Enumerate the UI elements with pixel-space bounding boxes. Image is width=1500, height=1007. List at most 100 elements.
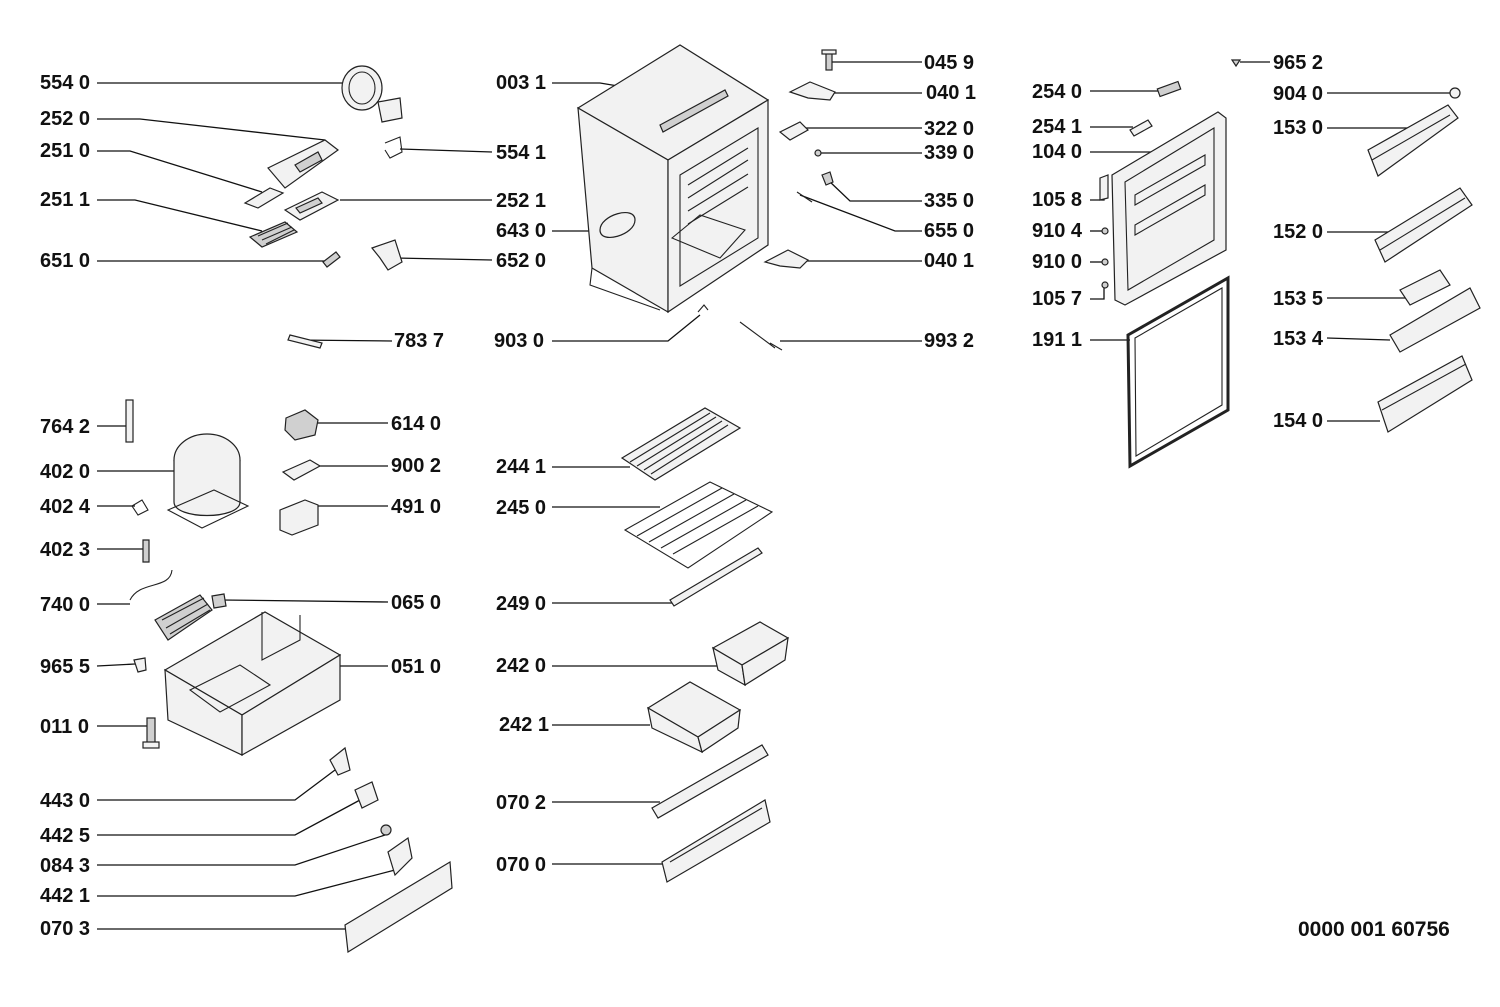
label-251-0: 251 0 — [40, 140, 91, 162]
label-614-0: 614 0 — [391, 413, 442, 435]
label-084-3: 084 3 — [40, 855, 91, 877]
label-070-0: 070 0 — [496, 854, 547, 876]
part-252-0-drawing — [267, 139, 340, 189]
label-322-0: 322 0 — [924, 118, 975, 140]
part-070-3-drawing — [344, 860, 453, 954]
part-045-9-drawing — [821, 49, 837, 71]
label-105-8: 105 8 — [1032, 189, 1083, 211]
label-651-0: 651 0 — [40, 250, 91, 272]
part-104-0-door-drawing — [1111, 111, 1227, 306]
label-554-0: 554 0 — [40, 72, 91, 94]
leader-lines — [96, 61, 1450, 930]
part-251-1-drawing — [248, 221, 299, 248]
part-152-0-drawing — [1374, 187, 1473, 263]
part-993-2-drawing — [739, 321, 783, 351]
part-614-0-drawing — [284, 409, 319, 441]
part-153-5-drawing — [1399, 269, 1451, 306]
label-252-0: 252 0 — [40, 108, 91, 130]
label-402-4: 402 4 — [40, 496, 91, 518]
label-104-0: 104 0 — [1032, 141, 1083, 163]
part-442-5-drawing — [354, 781, 379, 809]
part-655-0-drawing — [796, 191, 813, 203]
part-652-0-drawing — [371, 239, 403, 271]
part-244-1-shelf-drawing — [620, 407, 742, 481]
label-903-0: 903 0 — [494, 330, 545, 352]
label-900-2: 900 2 — [391, 455, 442, 477]
label-252-1: 252 1 — [496, 190, 547, 212]
label-249-0: 249 0 — [496, 593, 547, 615]
label-152-0: 152 0 — [1273, 221, 1324, 243]
part-065-0-drawing — [211, 593, 227, 609]
part-402-3-drawing — [142, 539, 150, 563]
label-191-1: 191 1 — [1032, 329, 1083, 351]
part-254-1-drawing — [1129, 119, 1153, 137]
label-643-0: 643 0 — [496, 220, 547, 242]
label-335-0: 335 0 — [924, 190, 975, 212]
label-655-0: 655 0 — [924, 220, 975, 242]
label-153-5: 153 5 — [1273, 288, 1324, 310]
part-651-0-drawing — [322, 251, 341, 268]
label-244-1: 244 1 — [496, 456, 547, 478]
label-070-3: 070 3 — [40, 918, 91, 940]
label-764-2: 764 2 — [40, 416, 91, 438]
part-442-1-drawing — [387, 836, 413, 877]
part-251-0-drawing — [243, 187, 285, 209]
label-051-0: 051 0 — [391, 656, 442, 678]
label-965-5: 965 5 — [40, 656, 91, 678]
part-245-0-shelf-drawing — [623, 481, 774, 569]
part-910-0-drawing — [1101, 258, 1109, 266]
part-402-0-compressor-drawing — [166, 433, 250, 529]
part-900-2-drawing — [281, 459, 322, 481]
label-965-2: 965 2 — [1273, 52, 1324, 74]
part-764-2-drawing — [125, 399, 134, 443]
part-254-0-drawing — [1156, 80, 1182, 98]
label-443-0: 443 0 — [40, 790, 91, 812]
label-910-0: 910 0 — [1032, 251, 1083, 273]
label-740-0: 740 0 — [40, 594, 91, 616]
part-051-0-tray-drawing — [163, 611, 342, 757]
label-153-4: 153 4 — [1273, 328, 1324, 350]
part-965-2-drawing — [1230, 59, 1242, 68]
part-070-0-drawing — [661, 799, 771, 883]
part-105-7-drawing — [1101, 281, 1109, 289]
part-105-8-drawing — [1099, 174, 1109, 201]
part-154-0-drawing — [1377, 355, 1473, 433]
label-993-2: 993 2 — [924, 330, 975, 352]
part-084-3-drawing — [380, 824, 392, 836]
label-242-0: 242 0 — [496, 655, 547, 677]
part-910-4-drawing — [1101, 227, 1109, 235]
label-153-0: 153 0 — [1273, 117, 1324, 139]
label-491-0: 491 0 — [391, 496, 442, 518]
label-783-7: 783 7 — [394, 330, 445, 352]
label-242-1: 242 1 — [499, 714, 550, 736]
label-045-9: 045 9 — [924, 52, 975, 74]
label-554-1: 554 1 — [496, 142, 547, 164]
part-904-0-drawing — [1449, 87, 1461, 99]
part-491-0-drawing — [279, 499, 319, 536]
label-442-5: 442 5 — [40, 825, 91, 847]
part-040-1-bottom-drawing — [763, 249, 810, 269]
label-339-0: 339 0 — [924, 142, 975, 164]
part-554-1-drawing — [384, 136, 403, 159]
part-153-4-drawing — [1389, 287, 1481, 353]
part-242-1-drawer-drawing — [646, 681, 742, 754]
label-011-0: 011 0 — [40, 716, 89, 738]
label-402-0: 402 0 — [40, 461, 91, 483]
document-number: 0000 001 60756 — [1298, 918, 1450, 941]
part-554-0-drawing — [341, 65, 403, 123]
label-070-2: 070 2 — [496, 792, 547, 814]
part-070-2-drawing — [651, 744, 769, 819]
part-443-0-drawing — [329, 746, 351, 776]
part-191-1-gasket-drawing — [1126, 275, 1230, 469]
part-040-1-top-drawing — [788, 81, 836, 101]
part-153-0-drawing — [1367, 104, 1459, 177]
part-339-0-drawing — [814, 149, 822, 157]
part-740-0-drawing — [129, 569, 213, 641]
part-965-5-drawing — [133, 657, 147, 673]
label-904-0: 904 0 — [1273, 83, 1324, 105]
label-040-1-bottom: 040 1 — [924, 250, 975, 272]
label-652-0: 652 0 — [496, 250, 547, 272]
part-003-1-cabinet-drawing — [576, 44, 770, 314]
